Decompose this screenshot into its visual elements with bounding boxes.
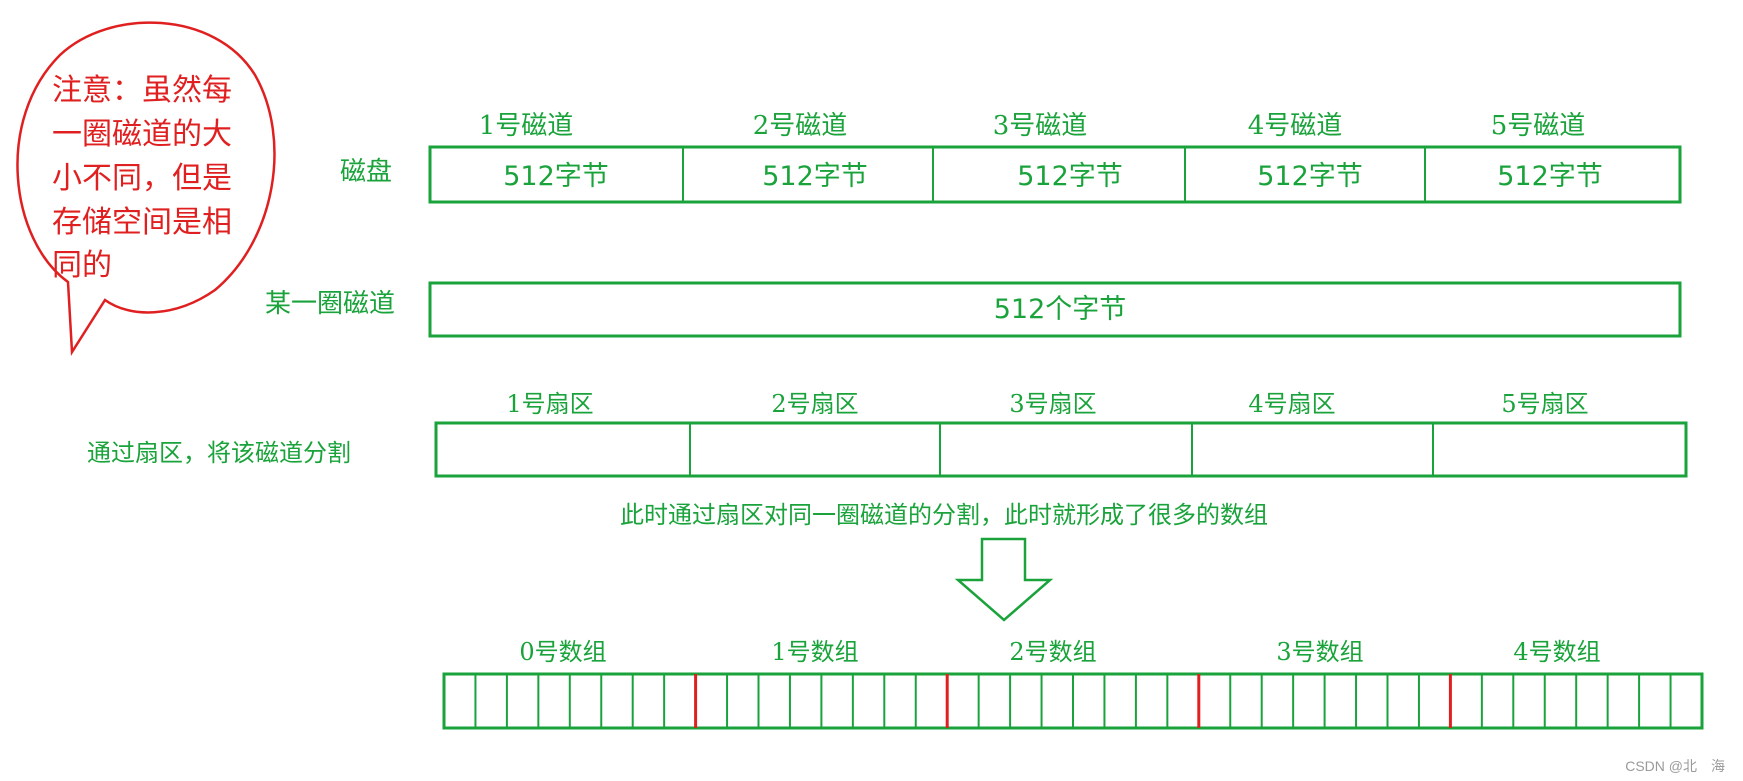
watermark: CSDN @北 海 [1625, 758, 1725, 774]
track-title: 1号磁道 [479, 111, 574, 141]
track-title: 2号磁道 [753, 111, 848, 141]
track-content: 512字节 [1257, 161, 1363, 192]
sector-title: 1号扇区 [506, 390, 593, 418]
note-line: 小不同，但是 [52, 161, 232, 196]
array-title: 2号数组 [1009, 638, 1096, 666]
sector-title: 5号扇区 [1501, 390, 1588, 418]
track-content: 512字节 [762, 161, 868, 192]
track-content: 512字节 [503, 161, 609, 192]
array-title: 4号数组 [1513, 638, 1600, 666]
array-row: 0号数组 1号数组 2号数组 3号数组 4号数组 [442, 638, 1704, 730]
note-line: 同的 [52, 248, 112, 283]
sector-row: 1号扇区 2号扇区 3号扇区 4号扇区 5号扇区 通过扇区，将该磁道分割 [87, 390, 1688, 478]
down-arrow [954, 537, 1054, 622]
sector-box [434, 421, 1688, 478]
single-track-content: 512个字节 [994, 294, 1127, 325]
note-bubble: 注意：虽然每 一圈磁道的大 小不同，但是 存储空间是相 同的 [16, 21, 276, 356]
array-title: 3号数组 [1276, 638, 1363, 666]
caption: 此时通过扇区对同一圈磁道的分割，此时就形成了很多的数组 [620, 501, 1268, 529]
sector-title: 3号扇区 [1009, 390, 1096, 418]
track-content: 512字节 [1497, 161, 1603, 192]
single-track-row: 某一圈磁道 512个字节 [265, 281, 1682, 338]
note-bubble-outline [16, 21, 276, 356]
array-title: 1号数组 [771, 638, 858, 666]
note-line: 一圈磁道的大 [52, 117, 232, 152]
track-content: 512字节 [1017, 161, 1123, 192]
array-cells [474, 674, 1672, 728]
note-line: 存储空间是相 [52, 205, 232, 240]
single-track-label: 某一圈磁道 [265, 289, 395, 319]
track-title: 5号磁道 [1491, 111, 1586, 141]
disk-box [428, 145, 1682, 204]
sector-title: 4号扇区 [1248, 390, 1335, 418]
disk-row: 1号磁道 2号磁道 3号磁道 4号磁道 5号磁道 磁盘 512字节 512字节 … [340, 111, 1682, 204]
track-title: 3号磁道 [993, 111, 1088, 141]
sector-title: 2号扇区 [771, 390, 858, 418]
note-line: 注意：虽然每 [52, 73, 232, 108]
sector-row-label: 通过扇区，将该磁道分割 [87, 439, 351, 467]
array-title: 0号数组 [519, 638, 606, 666]
track-title: 4号磁道 [1248, 111, 1343, 141]
single-track-box [428, 281, 1682, 338]
disk-label: 磁盘 [340, 157, 392, 187]
